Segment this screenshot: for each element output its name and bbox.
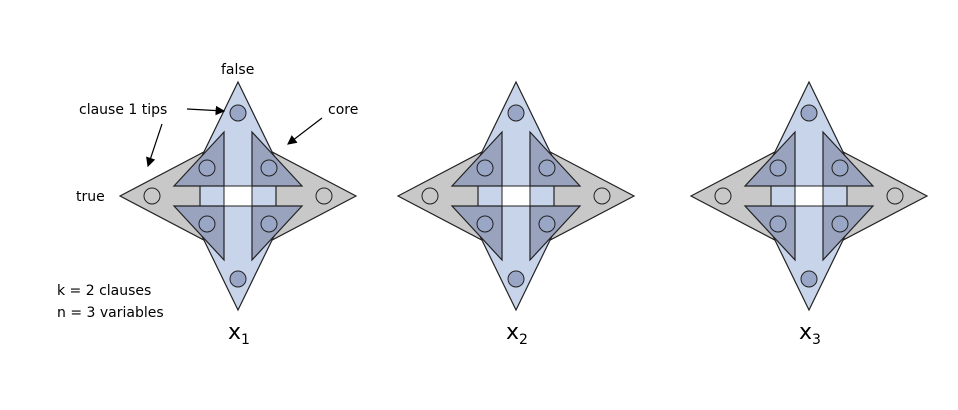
node-left bbox=[421, 187, 439, 205]
tip-triangle-bottom-right bbox=[251, 205, 304, 262]
node-inner-tl bbox=[198, 159, 216, 177]
tip-triangle-top-left bbox=[172, 130, 225, 187]
tip-triangle-top-left bbox=[450, 130, 503, 187]
node-top bbox=[229, 104, 247, 122]
core-arrow bbox=[287, 117, 323, 145]
node-top bbox=[800, 104, 818, 122]
gadget-x1: x1 bbox=[118, 80, 358, 348]
core-square bbox=[223, 185, 253, 207]
variable-label: x3 bbox=[799, 320, 821, 348]
node-bottom bbox=[507, 270, 525, 288]
node-bottom bbox=[800, 270, 818, 288]
clause-tips-arrow-horizontal bbox=[186, 105, 226, 116]
k-label: k = 2 clauses bbox=[57, 283, 151, 299]
node-inner-tl bbox=[476, 159, 494, 177]
core-label: core bbox=[328, 102, 358, 118]
tip-triangle-bottom-right bbox=[822, 205, 875, 262]
true-label: true bbox=[76, 189, 105, 205]
variable-label: x2 bbox=[506, 320, 528, 348]
node-left bbox=[143, 187, 161, 205]
node-inner-bl bbox=[476, 215, 494, 233]
node-inner-br bbox=[538, 215, 556, 233]
node-inner-tr bbox=[831, 159, 849, 177]
node-left bbox=[714, 187, 732, 205]
node-right bbox=[886, 187, 904, 205]
core-square bbox=[794, 185, 824, 207]
clause-tips-arrow-diagonal bbox=[146, 123, 163, 168]
tip-triangle-top-right bbox=[529, 130, 582, 187]
tip-triangle-bottom-left bbox=[743, 205, 796, 262]
node-bottom bbox=[229, 270, 247, 288]
node-top bbox=[507, 104, 525, 122]
node-right bbox=[315, 187, 333, 205]
node-inner-br bbox=[260, 215, 278, 233]
tip-triangle-bottom-right bbox=[529, 205, 582, 262]
clause-tips-label: clause 1 tips bbox=[79, 102, 167, 118]
tip-triangle-bottom-left bbox=[450, 205, 503, 262]
tip-triangle-top-left bbox=[743, 130, 796, 187]
false-label: false bbox=[221, 62, 254, 78]
tip-triangle-top-right bbox=[822, 130, 875, 187]
variable-label: x1 bbox=[228, 320, 250, 348]
n-label: n = 3 variables bbox=[57, 305, 164, 321]
gadget-x3: x3 bbox=[689, 80, 929, 348]
node-inner-bl bbox=[198, 215, 216, 233]
node-inner-bl bbox=[769, 215, 787, 233]
tip-triangle-top-right bbox=[251, 130, 304, 187]
node-right bbox=[593, 187, 611, 205]
node-inner-br bbox=[831, 215, 849, 233]
core-square bbox=[501, 185, 531, 207]
node-inner-tl bbox=[769, 159, 787, 177]
tip-triangle-bottom-left bbox=[172, 205, 225, 262]
node-inner-tr bbox=[260, 159, 278, 177]
node-inner-tr bbox=[538, 159, 556, 177]
gadget-x2: x2 bbox=[396, 80, 636, 348]
